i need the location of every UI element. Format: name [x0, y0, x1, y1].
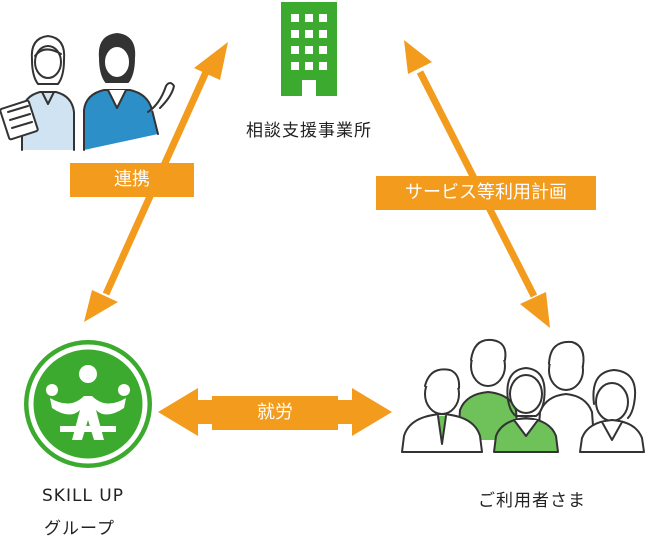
skill-up-logo-icon	[24, 340, 152, 468]
skillup-label-line2: グループ	[44, 519, 115, 539]
office-label: 相談支援事業所	[246, 121, 372, 141]
skillup-label-line1: SKILL UP	[42, 486, 124, 506]
cooperation-tag: 連携	[70, 163, 194, 197]
service-plan-tag: サービス等利用計画	[376, 176, 596, 210]
support-staff-illustration	[0, 33, 175, 151]
users-group-illustration	[401, 338, 645, 453]
employment-tag: 就労	[212, 396, 338, 430]
users-label: ご利用者さま	[478, 491, 586, 511]
office-building-icon	[281, 2, 337, 96]
